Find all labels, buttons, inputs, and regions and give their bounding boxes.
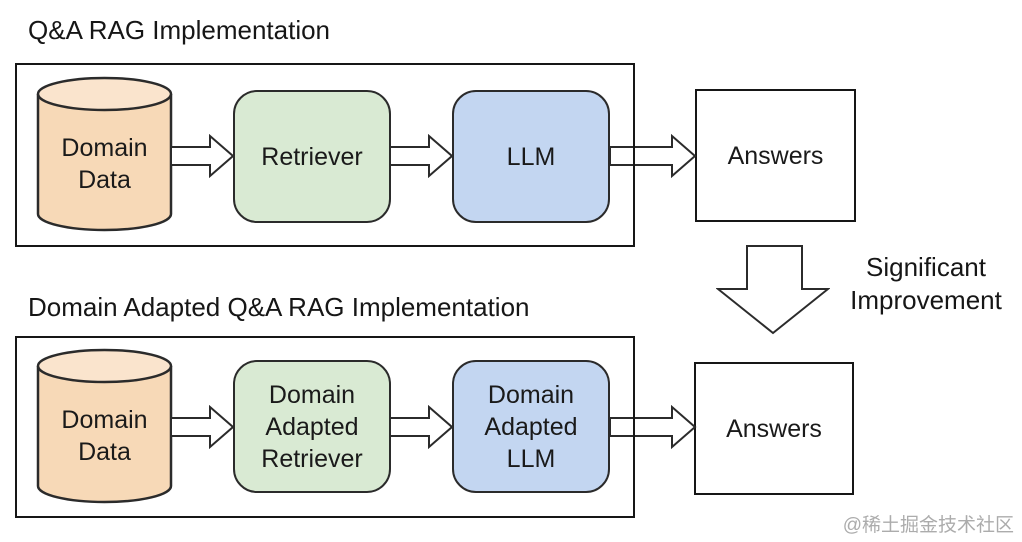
flow-arrow-icon <box>609 405 697 449</box>
top-pipeline-title: Q&A RAG Implementation <box>28 15 331 45</box>
flow-arrow-icon <box>389 134 453 178</box>
bottom-domain-data-node: Domain Data <box>36 348 173 504</box>
bottom-pipeline-title: Domain Adapted Q&A RAG Implementation <box>28 292 530 322</box>
watermark-label: @稀土掘金技术社区 <box>842 515 1014 536</box>
bottom-answers-label: Answers <box>726 414 822 443</box>
bottom-domain-data-label: Domain Data <box>61 406 148 466</box>
bottom-retriever-label: Domain Adapted Retriever <box>261 380 363 473</box>
significant-improvement-label: Significant Improvement <box>850 252 1002 315</box>
top-answers-label: Answers <box>727 141 824 170</box>
bottom-answers-node: Answers <box>694 362 854 495</box>
bottom-retriever-node: Domain Adapted Retriever <box>233 360 391 493</box>
bottom-llm-node: Domain Adapted LLM <box>452 360 610 493</box>
flow-arrow-icon <box>609 134 697 178</box>
top-domain-data-label: Domain Data <box>61 134 148 194</box>
flow-arrow-icon <box>389 405 453 449</box>
bottom-llm-label: Domain Adapted LLM <box>484 380 578 473</box>
top-retriever-label: Retriever <box>261 142 363 171</box>
top-llm-label: LLM <box>506 142 556 171</box>
database-cylinder-icon <box>36 348 173 504</box>
top-llm-node: LLM <box>452 90 610 223</box>
flow-arrow-icon <box>170 405 234 449</box>
top-retriever-node: Retriever <box>233 90 391 223</box>
top-domain-data-node: Domain Data <box>36 76 173 232</box>
top-answers-node: Answers <box>695 89 856 222</box>
significant-improvement-arrow-icon <box>716 245 830 335</box>
database-cylinder-icon <box>36 76 173 232</box>
flow-arrow-icon <box>170 134 234 178</box>
